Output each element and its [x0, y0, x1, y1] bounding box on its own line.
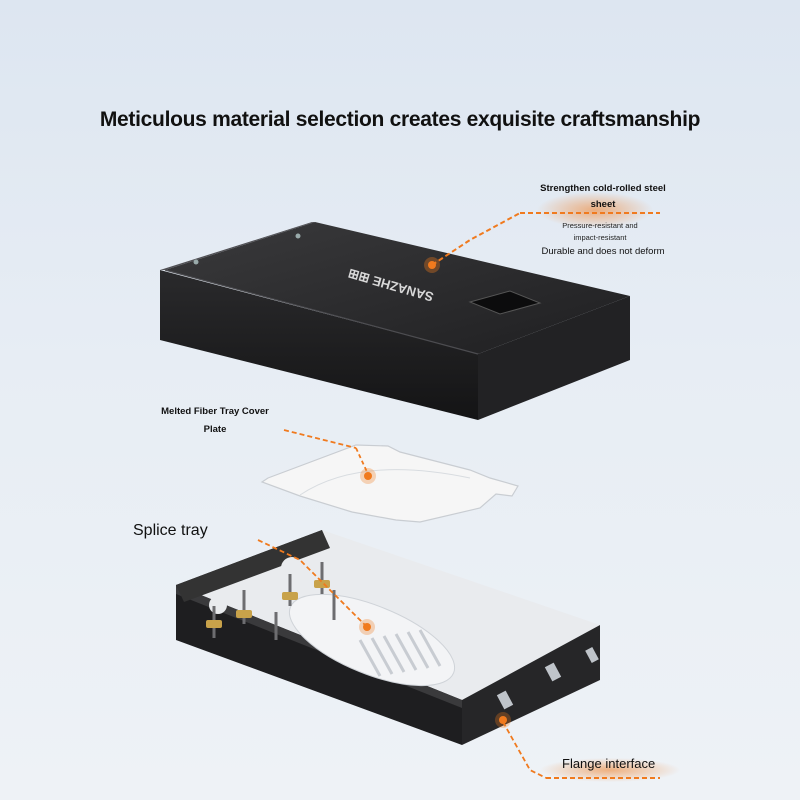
steel-callout-sub2: impact-resistant: [573, 233, 627, 242]
steel-callout-line2: sheet: [590, 199, 616, 210]
steel-callout-line3: Durable and does not deform: [541, 246, 665, 257]
steel-lid: SANAZHE ⊞⊞: [160, 222, 630, 420]
splice-tray-base: [176, 530, 600, 745]
flange-interface-label: Flange interface: [562, 756, 656, 771]
flange-callout-pointer: [495, 712, 680, 782]
cover-plate-callout-line2: Plate: [203, 424, 227, 435]
fiber-tray-cover-plate: [260, 429, 519, 523]
steel-callout-line1: Strengthen cold-rolled steel: [540, 183, 666, 194]
headline: Meticulous material selection creates ex…: [99, 108, 701, 131]
steel-callout-pointer: [424, 192, 660, 273]
splice-tray-callout-pointer: [257, 539, 375, 635]
steel-callout-sub1: Pressure-resistant and: [562, 221, 638, 230]
splice-tray-label: Splice tray: [133, 522, 208, 539]
cover-plate-callout-line1: Melted Fiber Tray Cover: [161, 406, 269, 417]
